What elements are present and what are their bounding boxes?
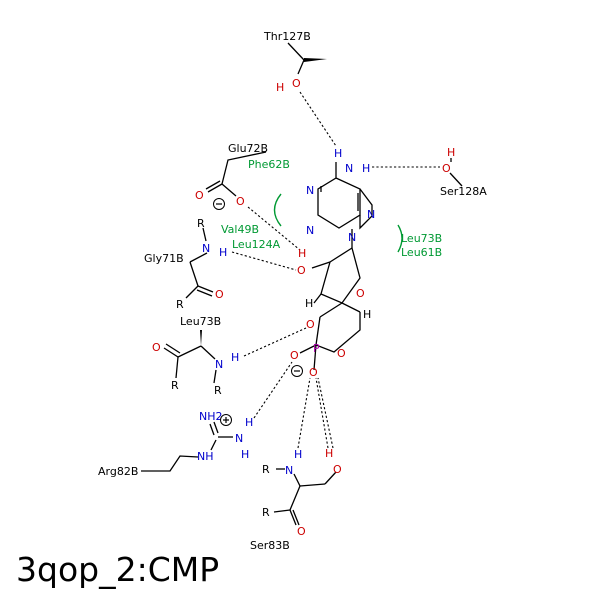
atom-ser83-r-top: R <box>262 463 270 476</box>
residue-label-arg82b: Arg82B <box>98 465 138 478</box>
residue-label-leu73b-hydrophobic: Leu73B <box>401 232 442 245</box>
atom-leu73-h: H <box>231 351 239 364</box>
residue-label-glu72b: Glu72B <box>228 142 268 155</box>
negative-charge-glu72 <box>213 198 225 210</box>
atom-cmp-n6: N <box>345 162 353 175</box>
residue-ser128a: H O Ser128A <box>440 146 487 198</box>
residue-label-leu73b: Leu73B <box>180 315 221 328</box>
atom-ser128-h: H <box>447 146 455 159</box>
atom-ser83-o: O <box>297 525 306 538</box>
atom-thr127-oh: O <box>292 77 301 90</box>
residue-label-gly71b: Gly71B <box>144 252 184 265</box>
residue-thr127b: Thr127B O H <box>263 30 327 94</box>
atom-ser83-n: N <box>285 464 293 477</box>
atom-cmp-n3: N <box>306 224 314 237</box>
atom-gly71-o: O <box>215 288 224 301</box>
atom-cmp-p: P <box>313 342 320 355</box>
atom-gly71-n: N <box>202 242 210 255</box>
residue-label-phe62b: Phe62B <box>248 158 290 171</box>
atom-leu73-r-left: R <box>171 379 179 392</box>
residue-label-leu124a: Leu124A <box>232 238 281 251</box>
ligand-cmp: N H H N N N N H O O H H O O P O O <box>290 147 375 379</box>
atom-cmp-op2: O <box>309 366 318 379</box>
hbond-ser83n-op <box>297 377 311 449</box>
hydrophobic-arc-left <box>273 193 282 227</box>
residue-label-thr127b: Thr127B <box>263 30 311 43</box>
atom-cmp-h2prime: H <box>298 247 306 260</box>
hydrophobic-arc-right <box>397 224 403 253</box>
atom-ser83-h: H <box>294 448 302 461</box>
atom-gly71-r-top: R <box>197 217 205 230</box>
atom-cmp-h3prime: H <box>305 297 313 310</box>
atom-cmp-h6b: H <box>362 162 370 175</box>
diagram-title: 3qop_2:CMP <box>16 550 220 589</box>
residue-arg82b: NH2 H N NH H Arg82B <box>98 410 253 478</box>
atom-cmp-n9: N <box>348 231 356 244</box>
atom-glu72-o2: O <box>236 195 245 208</box>
atom-cmp-op1: O <box>290 349 299 362</box>
atom-cmp-o3prime: O <box>306 318 315 331</box>
residue-label-val49b: Val49B <box>221 223 259 236</box>
residue-ser83b: R H N H O R O Ser83B <box>250 447 342 552</box>
atom-ser83-r-bottom: R <box>262 506 270 519</box>
atom-cmp-o5prime: O <box>337 347 346 360</box>
atom-gly71-r-bottom: R <box>176 298 184 311</box>
atom-cmp-h6a: H <box>334 147 342 160</box>
atom-cmp-h4prime: H <box>363 308 371 321</box>
atom-ser128-oh: O <box>442 162 451 175</box>
hbond-thr127-n6 <box>299 91 337 147</box>
residue-label-leu61b: Leu61B <box>401 246 442 259</box>
atom-cmp-o4prime: O <box>356 287 365 300</box>
atom-cmp-o2prime: O <box>297 264 306 277</box>
atom-arg82-h-bottom: H <box>241 448 249 461</box>
atom-thr127-h: H <box>276 81 284 94</box>
residue-label-ser83b: Ser83B <box>250 539 290 552</box>
atom-ser83-hg: H <box>325 447 333 460</box>
atom-cmp-n1: N <box>306 184 314 197</box>
residue-gly71b: R N H Gly71B R O <box>144 217 227 311</box>
atom-arg82-nh2: NH2 <box>199 410 223 423</box>
atom-leu73-r-bottom: R <box>214 384 222 397</box>
hbond-val49-o2prime <box>231 251 297 271</box>
atom-arg82-n-mid: N <box>235 432 243 445</box>
hbond-arg82-op <box>253 361 293 419</box>
positive-charge-arg82 <box>220 414 232 426</box>
hbond-ser83o-op <box>315 377 329 449</box>
atom-arg82-nh: NH <box>197 450 214 463</box>
residue-leu73b: Leu73B O H N R R <box>152 315 239 397</box>
negative-charge-phosphate <box>291 365 303 377</box>
atom-glu72-o1: O <box>195 189 204 202</box>
residue-label-ser128a: Ser128A <box>440 185 487 198</box>
atom-leu73-o: O <box>152 341 161 354</box>
residue-glu72b: Glu72B O O <box>195 142 268 210</box>
atom-leu73-n: N <box>215 358 223 371</box>
atom-ser83-og: O <box>333 463 342 476</box>
atom-cmp-n7: N <box>367 208 375 221</box>
hbond-ser83o-op2 <box>317 377 334 449</box>
atom-arg82-h-top: H <box>245 416 253 429</box>
hydrogen-bonds <box>231 91 440 449</box>
atom-gly71-h: H <box>219 246 227 259</box>
